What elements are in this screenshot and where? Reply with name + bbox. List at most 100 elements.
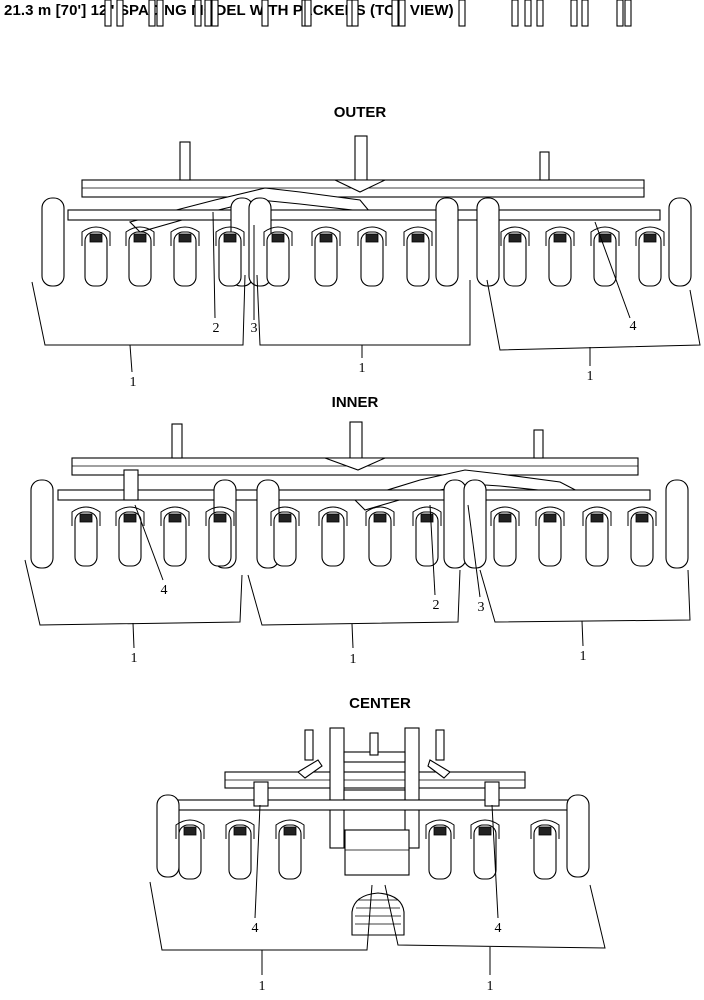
opener-shank — [311, 226, 341, 246]
opener-shank — [160, 506, 190, 526]
center-callout-1-left: 1 — [259, 979, 266, 994]
packer-wheel — [435, 197, 459, 287]
packer-wheel — [638, 231, 662, 287]
hose-stub — [524, 0, 532, 27]
shank-bracket — [508, 233, 522, 243]
opener-shank — [590, 226, 620, 246]
center-callout-4-right: 4 — [495, 921, 502, 936]
hose-stub — [204, 0, 212, 27]
outer-callout-2: 2 — [213, 321, 220, 336]
hose-stub — [304, 0, 312, 27]
packer-wheel — [178, 824, 202, 880]
packer-wheel — [630, 511, 654, 567]
shank-bracket — [433, 826, 447, 836]
packer-wheel — [548, 231, 572, 287]
shank-bracket — [635, 513, 649, 523]
outer-callout-1-mid: 1 — [359, 361, 366, 376]
shank-bracket — [178, 233, 192, 243]
opener-shank — [215, 226, 245, 246]
shank-bracket — [498, 513, 512, 523]
packer-wheel — [493, 511, 517, 567]
center-view: 1 1 4 4 — [149, 0, 606, 994]
center-leader-lines — [149, 804, 606, 975]
packer-wheel — [665, 479, 689, 569]
outer-leader-lines — [31, 211, 701, 373]
packer-wheel — [208, 511, 232, 567]
packer-wheel — [473, 824, 497, 880]
packer-wheel — [266, 231, 290, 287]
shank-bracket — [123, 513, 137, 523]
shank-bracket — [183, 826, 197, 836]
shank-bracket — [326, 513, 340, 523]
packer-wheel — [163, 511, 187, 567]
shank-bracket — [411, 233, 425, 243]
opener-shank — [403, 226, 433, 246]
packer-wheel — [443, 479, 467, 569]
shank-bracket — [590, 513, 604, 523]
packer-wheel — [118, 511, 142, 567]
inner-packers — [30, 0, 689, 569]
packer-wheel — [585, 511, 609, 567]
shank-bracket — [478, 826, 492, 836]
packer-wheel — [668, 197, 692, 287]
inner-callout-1-right: 1 — [580, 649, 587, 664]
packer-wheel — [218, 231, 242, 287]
shank-bracket — [553, 233, 567, 243]
inner-view: 1 1 1 2 3 4 — [24, 0, 691, 667]
outer-callout-3: 3 — [251, 321, 258, 336]
packer-wheel — [314, 231, 338, 287]
shank-bracket — [79, 513, 93, 523]
opener-shank — [125, 226, 155, 246]
outer-callout-1-right: 1 — [587, 369, 594, 384]
opener-shank — [365, 506, 395, 526]
opener-shank — [412, 506, 442, 526]
opener-shank — [545, 226, 575, 246]
packer-wheel — [566, 794, 590, 878]
shank-bracket — [543, 513, 557, 523]
section-label-center: CENTER — [349, 695, 411, 712]
inner-callout-3: 3 — [478, 600, 485, 615]
opener-shank — [225, 819, 255, 839]
shank-bracket — [598, 233, 612, 243]
packer-wheel — [273, 511, 297, 567]
packer-wheel — [128, 231, 152, 287]
packer-wheel — [476, 197, 500, 287]
inner-callout-4: 4 — [161, 583, 168, 598]
inner-callout-1-left: 1 — [131, 651, 138, 666]
opener-shank — [275, 819, 305, 839]
packer-wheel — [503, 231, 527, 287]
hose-stub — [624, 0, 632, 27]
packer-wheel — [228, 824, 252, 880]
shank-bracket — [278, 513, 292, 523]
shank-bracket — [233, 826, 247, 836]
hose-stub — [398, 0, 406, 27]
center-frame — [171, 727, 573, 936]
hose-stub — [391, 0, 399, 27]
shank-bracket — [643, 233, 657, 243]
outer-callout-1-left: 1 — [130, 375, 137, 390]
opener-shank — [582, 506, 612, 526]
opener-shank — [627, 506, 657, 526]
shank-bracket — [89, 233, 103, 243]
packer-wheel — [533, 824, 557, 880]
packer-wheel — [368, 511, 392, 567]
packer-wheel — [173, 231, 197, 287]
shank-bracket — [213, 513, 227, 523]
inner-callout-1-mid: 1 — [350, 652, 357, 667]
packer-wheel — [593, 231, 617, 287]
shank-bracket — [223, 233, 237, 243]
packer-wheel — [360, 231, 384, 287]
hose-stub — [104, 0, 112, 27]
outer-frame — [67, 135, 661, 233]
hose-stub — [148, 0, 156, 27]
hose-stub — [616, 0, 624, 27]
shank-bracket — [283, 826, 297, 836]
packer-wheel — [278, 824, 302, 880]
opener-shank — [500, 226, 530, 246]
hose-stub — [194, 0, 202, 27]
opener-shank — [71, 506, 101, 526]
shank-bracket — [271, 233, 285, 243]
packer-wheel — [321, 511, 345, 567]
hose-stub — [570, 0, 578, 27]
